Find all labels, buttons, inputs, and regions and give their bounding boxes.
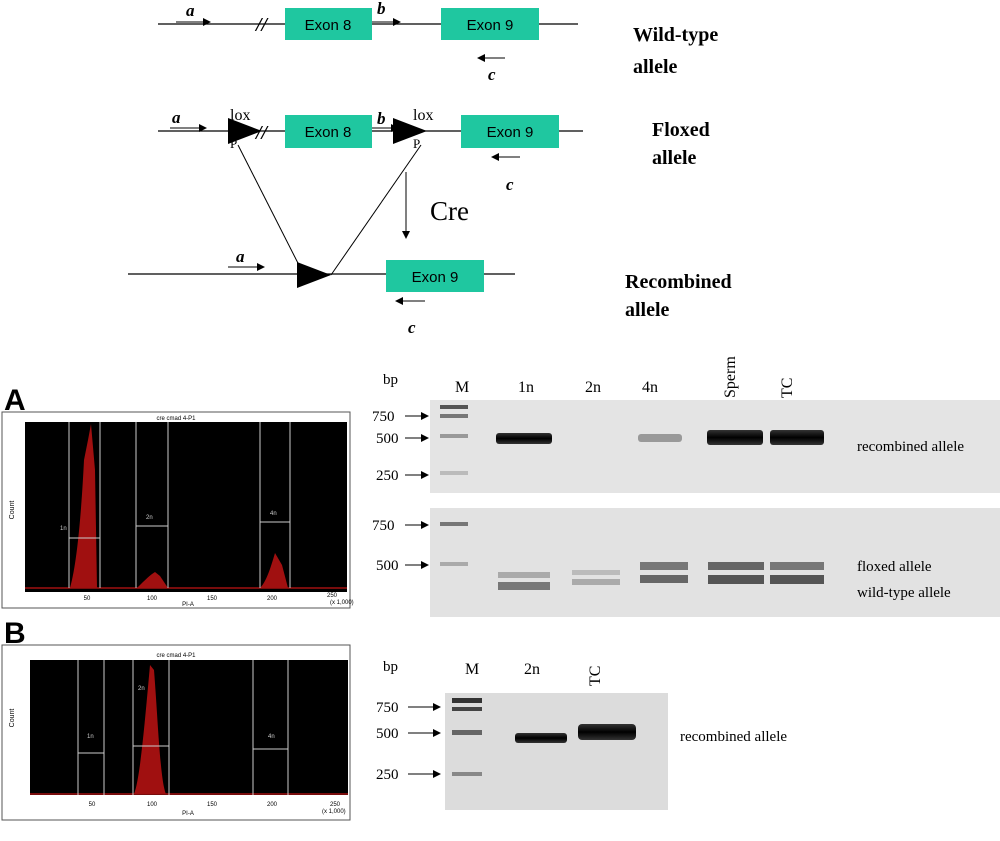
xtick: 250 <box>327 593 338 599</box>
recombined-label-2: allele <box>625 299 670 321</box>
gate-4n: 4n <box>268 734 275 740</box>
marker-label: 750 <box>376 700 399 716</box>
primer-a-label: a <box>186 1 195 20</box>
loxp-triangle <box>228 118 262 144</box>
wt-label-2: allele <box>633 56 678 78</box>
gel-b: bp M 2n TC 750 500 250 recombined allele <box>376 659 787 810</box>
recombined-allele-label: recombined allele <box>857 439 964 455</box>
exon8-box <box>285 115 372 148</box>
primer-a-label: a <box>172 108 181 127</box>
lox-p-label: P <box>230 136 237 151</box>
recombination-lines: Cre <box>237 144 469 276</box>
cre-label: Cre <box>430 196 469 226</box>
floxed-allele: a lox P // Exon 8 b lox P Exon 9 c Floxe… <box>158 107 710 194</box>
exon9-box <box>386 260 484 292</box>
primer-a-label: a <box>236 247 245 266</box>
exon9-box <box>441 8 539 40</box>
recombined-label: Recombined <box>625 271 732 293</box>
exon8-box <box>285 8 372 40</box>
gel-a: bp M 1n 2n 4n Sperm TC 750 500 250 recom… <box>372 356 1000 617</box>
lane-label: 2n <box>585 379 601 396</box>
wild-type-allele-label: wild-type allele <box>857 585 951 601</box>
xtick: 150 <box>207 802 218 808</box>
gate-2n: 2n <box>146 515 153 521</box>
marker-label: 250 <box>376 767 399 783</box>
lane-label: 1n <box>518 379 534 396</box>
loxp-triangle <box>393 118 427 144</box>
lane-label: Sperm <box>722 356 739 398</box>
lox-label: lox <box>230 107 250 124</box>
xtick: 150 <box>207 596 218 602</box>
marker-label: 750 <box>372 409 395 425</box>
flow-xlabel: PI-A <box>182 811 194 817</box>
recombined-allele: a Exon 9 c Recombined allele <box>128 247 732 337</box>
flow-histogram-b: cre cmad 4-P1 1n 2n 4n Count 50 100 150 … <box>1 644 351 821</box>
exon9-box <box>461 115 559 148</box>
primer-b-label: b <box>377 0 386 18</box>
flow-xlabel: PI-A <box>182 602 194 608</box>
flow-title: cre cmad 4-P1 <box>156 653 196 659</box>
xtick: 250 <box>330 802 341 808</box>
lox-p-label: P <box>413 136 420 151</box>
primer-c-label: c <box>408 318 416 337</box>
marker-label: 500 <box>376 558 399 574</box>
lane-label: M <box>465 661 479 678</box>
lane-label: 4n <box>642 379 658 396</box>
bp-label: bp <box>383 659 398 675</box>
primer-c-label: c <box>488 65 496 84</box>
lane-label: TC <box>587 666 604 686</box>
lox-label: lox <box>413 107 433 124</box>
xtick: 200 <box>267 596 278 602</box>
primer-c-label: c <box>506 175 514 194</box>
gate-2n: 2n <box>138 686 145 692</box>
flow-ylabel: Count <box>9 501 16 520</box>
floxed-label-2: allele <box>652 147 697 169</box>
gate-4n: 4n <box>270 511 277 517</box>
marker-label: 250 <box>376 468 399 484</box>
floxed-allele-label: floxed allele <box>857 559 932 575</box>
lane-label: M <box>455 379 469 396</box>
panel-b-letter: B <box>4 617 26 650</box>
xtick: 50 <box>89 802 96 808</box>
floxed-label: Floxed <box>652 119 710 141</box>
lane-label: 2n <box>524 661 540 678</box>
flow-title: cre cmad 4-P1 <box>156 416 196 422</box>
exon9-label: Exon 9 <box>487 124 534 141</box>
flow-histogram-a: cre cmad 4-P1 1n 2n 4n Count 50 100 150 … <box>1 411 354 609</box>
exon8-label: Exon 8 <box>305 124 352 141</box>
break-mark: // <box>254 122 270 144</box>
flow-xscale: (x 1,000) <box>322 809 346 815</box>
marker-label: 750 <box>372 518 395 534</box>
xtick: 100 <box>147 596 158 602</box>
marker-label: 500 <box>376 431 399 447</box>
wild-type-allele: a // Exon 8 b Exon 9 c Wild-type allele <box>158 0 718 84</box>
flow-ylabel: Count <box>9 709 16 728</box>
bp-label: bp <box>383 372 398 388</box>
xtick: 50 <box>84 596 91 602</box>
recombined-allele-label: recombined allele <box>680 729 787 745</box>
loxp-triangle <box>297 262 331 288</box>
xtick: 100 <box>147 802 158 808</box>
flow-xscale: (x 1,000) <box>330 600 354 606</box>
marker-label: 500 <box>376 726 399 742</box>
break-mark: // <box>254 14 270 36</box>
panel-a-letter: A <box>4 384 26 417</box>
exon9-label: Exon 9 <box>467 17 514 34</box>
primer-b-label: b <box>377 109 386 128</box>
exon9-label: Exon 9 <box>412 269 459 286</box>
lane-label: TC <box>779 378 796 398</box>
exon8-label: Exon 8 <box>305 17 352 34</box>
wt-label: Wild-type <box>633 24 718 46</box>
xtick: 200 <box>267 802 278 808</box>
gate-1n: 1n <box>87 734 94 740</box>
gate-1n: 1n <box>60 526 67 532</box>
